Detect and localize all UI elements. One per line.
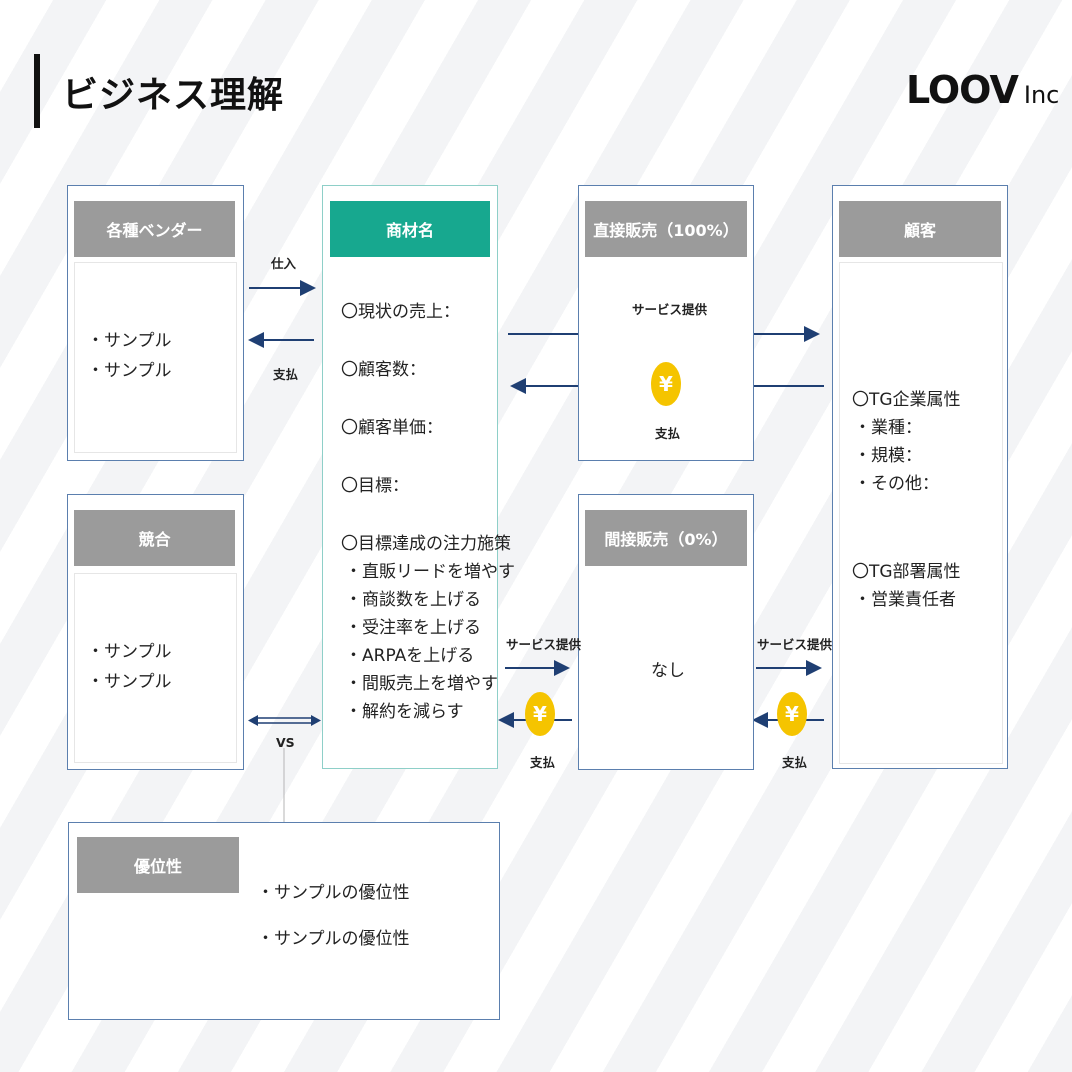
vendor-body: ・サンプル ・サンプル — [74, 262, 237, 453]
title-accent-bar — [34, 54, 40, 128]
measure-item: ・受注率を上げる — [345, 618, 481, 638]
customer-header: 顧客 — [839, 201, 1001, 257]
tg-company-title: 〇TG企業属性 — [852, 390, 961, 410]
indirect-service-label-right: サービス提供 — [757, 637, 833, 652]
measure-item: ・直販リードを増やす — [345, 562, 515, 582]
product-box: 商材名 〇現状の売上： 〇顧客数： 〇顧客単価： 〇目標： 〇目標達成の注力施策… — [322, 185, 515, 769]
vendor-item: ・サンプル — [87, 361, 172, 381]
tg-dept-title: 〇TG部署属性 — [852, 562, 961, 582]
yen-coin-icon: ¥ — [525, 692, 555, 736]
competitor-box: 競合 ・サンプル ・サンプル — [67, 494, 244, 770]
target: 〇目標： — [341, 476, 409, 496]
vendor-payment-label: 支払 — [273, 367, 299, 382]
tg-company-item: ・その他： — [854, 474, 939, 494]
measures-title: 〇目標達成の注力施策 — [341, 534, 511, 554]
measure-item: ・間販売上を増やす — [345, 674, 498, 694]
advantage-item: ・サンプルの優位性 — [257, 883, 410, 903]
tg-company-item: ・業種： — [854, 418, 922, 438]
product-header: 商材名 — [330, 201, 490, 257]
indirect-service-label-left: サービス提供 — [506, 637, 582, 652]
purchase-label: 仕入 — [271, 256, 297, 271]
customer-count: 〇顧客数： — [341, 360, 426, 380]
measure-item: ・解約を減らす — [345, 702, 464, 722]
tg-company-item: ・規模： — [854, 446, 922, 466]
indirect-payment-label-left: 支払 — [530, 755, 556, 770]
logo-main: LOOV — [906, 68, 1019, 112]
tg-dept-item: ・営業責任者 — [854, 590, 956, 610]
indirect-sales-header: 間接販売（0%） — [585, 510, 747, 566]
direct-payment-label: 支払 — [655, 426, 681, 441]
customer-body: 〇TG企業属性 ・業種： ・規模： ・その他： 〇TG部署属性 ・営業責任者 — [839, 262, 1003, 764]
indirect-sales-box: 間接販売（0%） なし — [578, 494, 754, 770]
customer-box: 顧客 〇TG企業属性 ・業種： ・規模： ・その他： 〇TG部署属性 ・営業責任… — [832, 185, 1008, 769]
yen-coin-icon: ¥ — [777, 692, 807, 736]
advantage-box: 優位性 ・サンプルの優位性 ・サンプルの優位性 — [68, 822, 500, 1020]
indirect-sales-body: なし — [651, 661, 685, 681]
vendor-header: 各種ベンダー — [74, 201, 235, 257]
measure-item: ・商談数を上げる — [345, 590, 481, 610]
direct-service-label: サービス提供 — [632, 302, 708, 317]
direct-sales-header: 直接販売（100%） — [585, 201, 747, 257]
indirect-payment-label-right: 支払 — [782, 755, 808, 770]
competitor-body: ・サンプル ・サンプル — [74, 573, 237, 763]
competitor-header: 競合 — [74, 510, 235, 566]
direct-sales-box: 直接販売（100%） — [578, 185, 754, 461]
advantage-item: ・サンプルの優位性 — [257, 929, 410, 949]
competitor-item: ・サンプル — [87, 672, 172, 692]
advantage-header: 優位性 — [77, 837, 239, 893]
page-title: ビジネス理解 — [62, 75, 285, 116]
vendor-box: 各種ベンダー ・サンプル ・サンプル — [67, 185, 244, 461]
measure-item: ・ARPAを上げる — [345, 646, 475, 666]
customer-unit-price: 〇顧客単価： — [341, 418, 443, 438]
logo-sub: Inc — [1023, 81, 1060, 109]
current-sales: 〇現状の売上： — [341, 302, 460, 322]
competitor-item: ・サンプル — [87, 642, 172, 662]
vendor-item: ・サンプル — [87, 331, 172, 351]
vs-label: VS — [276, 735, 295, 750]
yen-coin-icon: ¥ — [651, 362, 681, 406]
